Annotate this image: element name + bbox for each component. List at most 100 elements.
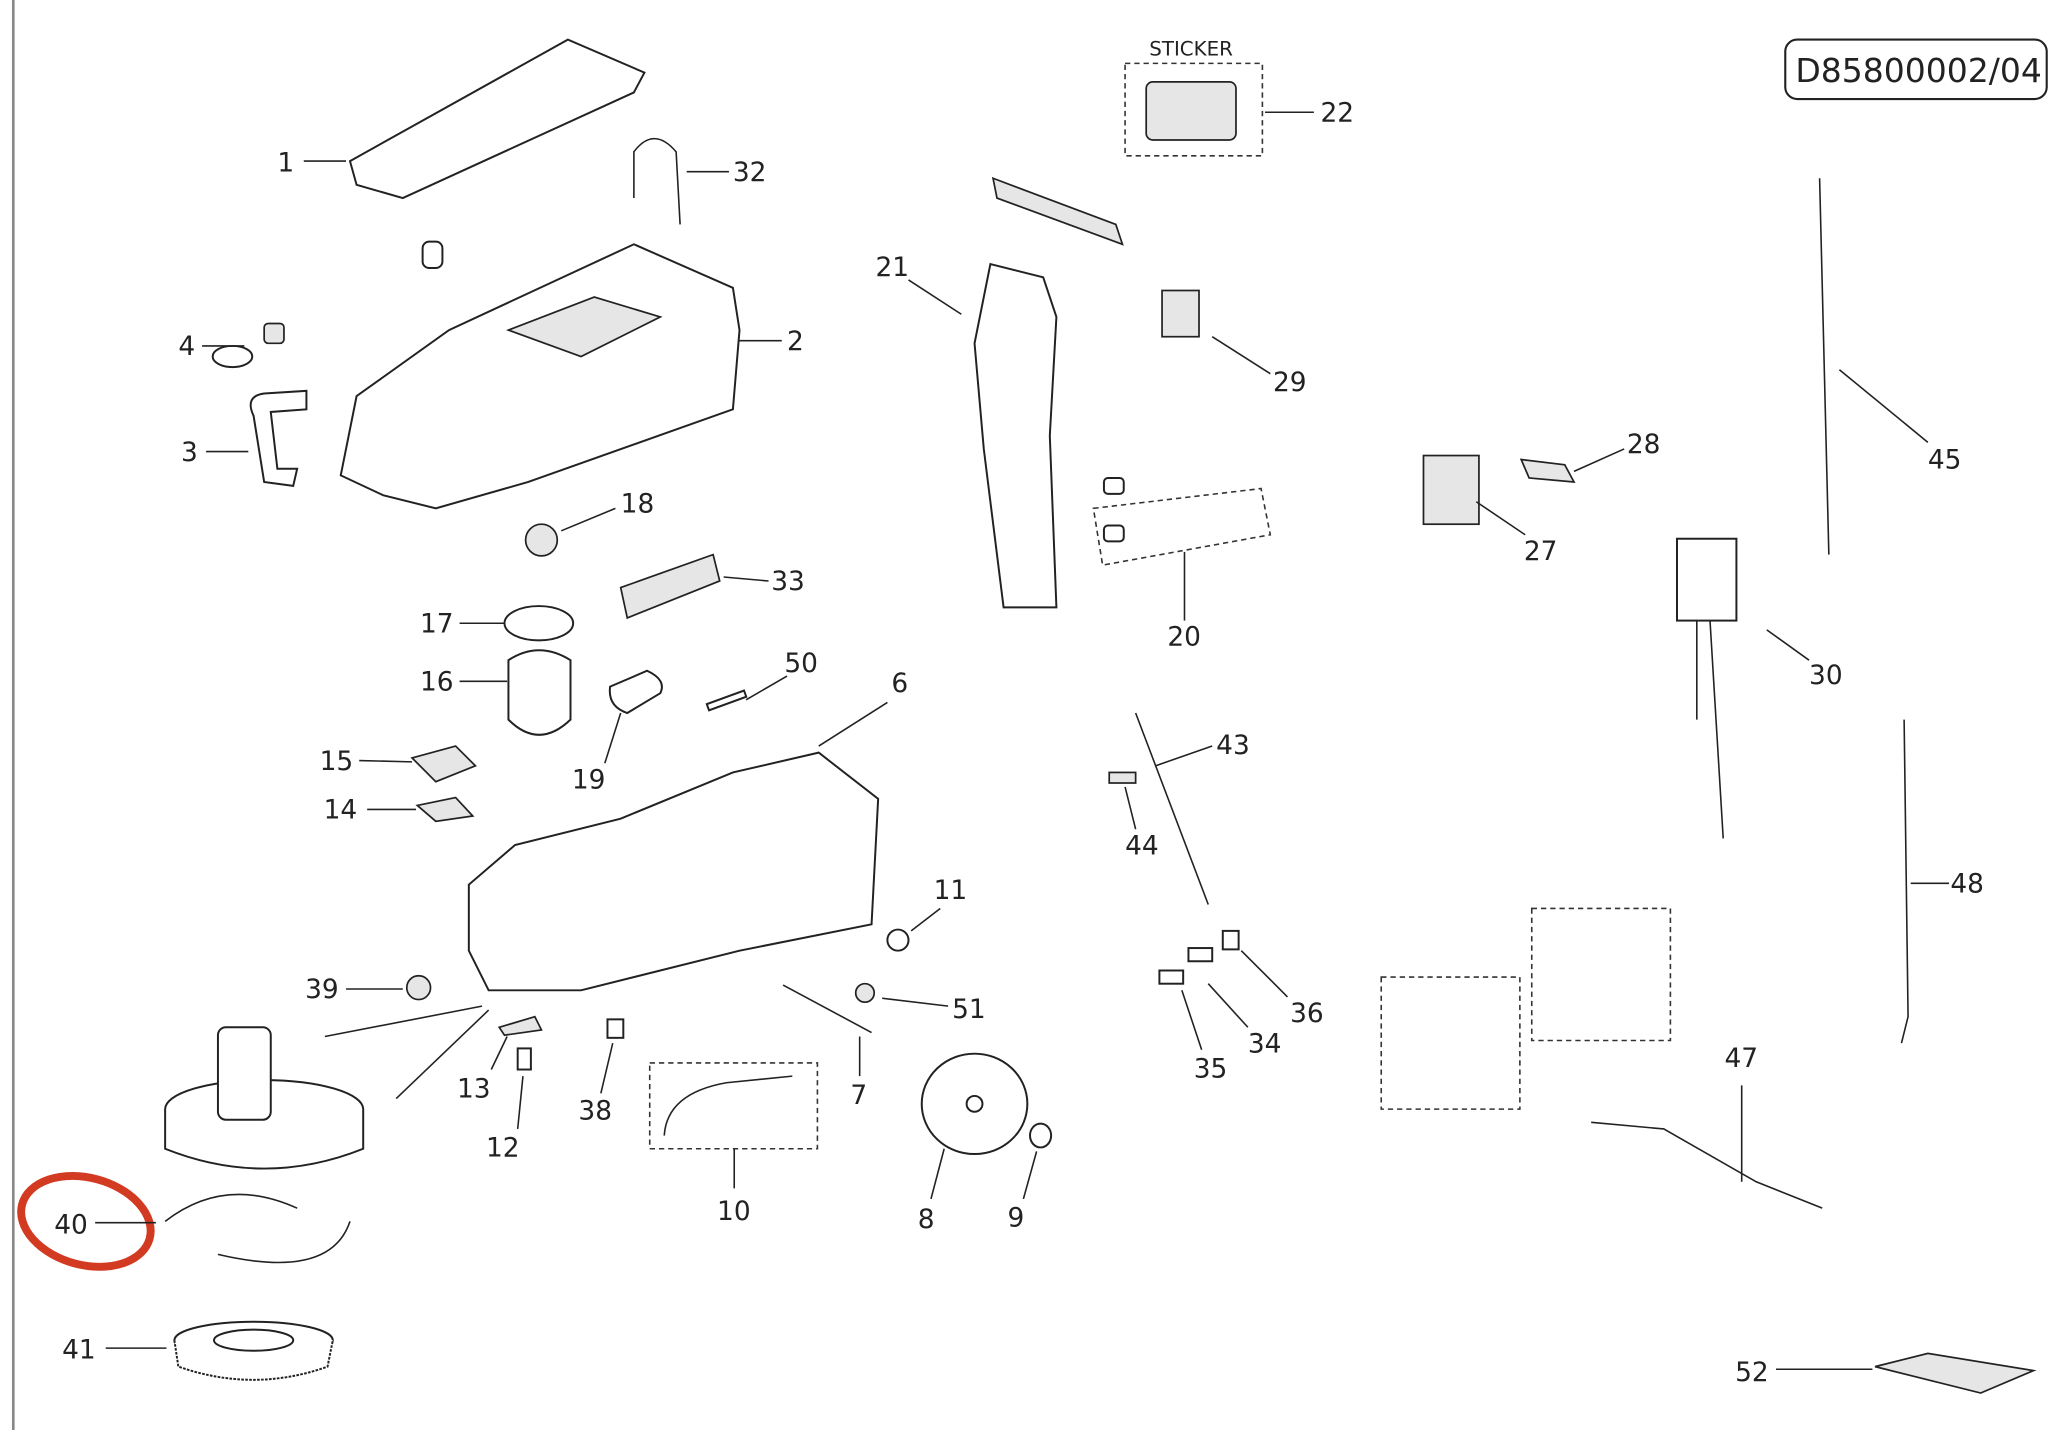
part-8-wheel (920, 1052, 1029, 1156)
part-number-label: 47 (1725, 1043, 1759, 1074)
callout-35: 35 (1181, 990, 1227, 1084)
callout-30: 30 (1766, 629, 1843, 691)
part-number-label: 36 (1290, 998, 1324, 1029)
callout-20: 20 (1167, 551, 1201, 653)
part-number-label: 13 (457, 1073, 491, 1104)
part-2-tank (339, 243, 741, 510)
part-number-label: 38 (578, 1096, 612, 1127)
part-40-rings (164, 1193, 351, 1264)
callout-50: 50 (745, 648, 818, 701)
part-number-label: 6 (891, 668, 908, 699)
callout-43: 43 (1155, 730, 1250, 767)
part-14-grid (415, 796, 475, 823)
part-30-box (1676, 537, 1738, 622)
part-number-label: 29 (1273, 367, 1307, 398)
part-number-label: 10 (717, 1196, 751, 1227)
callout-28: 28 (1573, 429, 1661, 473)
callout-12: 12 (486, 1076, 524, 1164)
callout-52: 52 (1735, 1357, 1873, 1388)
part-number-label: 17 (420, 608, 454, 639)
callout-16: 16 (420, 667, 508, 698)
part-number-label: 3 (181, 437, 198, 468)
callout-38: 38 (578, 1042, 614, 1127)
callout-18: 18 (560, 488, 654, 532)
callout-40: 40 (54, 1209, 156, 1240)
part-number-label: 28 (1627, 429, 1661, 460)
part-13-bracket (497, 1015, 543, 1037)
part-20-kit (1092, 476, 1272, 567)
part-34-36-fittings (1158, 929, 1240, 985)
part-15-cover (410, 745, 477, 783)
callout-34: 34 (1207, 983, 1282, 1059)
part-number-label: 51 (952, 994, 986, 1025)
part-52-manual (1874, 1352, 2037, 1394)
callout-41: 41 (62, 1335, 167, 1366)
part-22-sticker (1124, 62, 1264, 157)
part-number-label: 7 (850, 1080, 867, 1111)
part-motor-brush-deck (164, 1026, 365, 1170)
part-number-label: 1 (277, 148, 294, 179)
part-3-hose (249, 389, 308, 488)
callout-1: 1 (277, 148, 347, 179)
part-28-bracket (1519, 458, 1576, 483)
callout-32: 32 (686, 157, 767, 188)
part-number-label: 34 (1248, 1028, 1282, 1059)
part-50-clip (705, 689, 748, 712)
part-33-filter-sleeve (619, 553, 721, 620)
part-number-label: 22 (1320, 97, 1354, 128)
callout-9: 9 (1008, 1151, 1038, 1234)
part-number-label: 45 (1928, 445, 1962, 476)
part-number-label: 11 (934, 875, 968, 906)
part-number-label: 27 (1524, 536, 1558, 567)
part-number-label: 2 (787, 326, 804, 357)
part-38-bush (606, 1018, 625, 1039)
callout-6: 6 (818, 668, 908, 747)
document-code: D85800002/04 (1795, 51, 2042, 90)
part-12-fitting (516, 1047, 532, 1071)
part-number-label: 39 (305, 974, 339, 1005)
part-handle-top (991, 176, 1124, 246)
part-number-label: 40 (54, 1209, 88, 1240)
part-number-label: 43 (1216, 730, 1250, 761)
callout-13: 13 (457, 1036, 508, 1104)
part-47-harness (1591, 1121, 1823, 1209)
callout-33: 33 (723, 566, 805, 597)
part-32-hose (633, 137, 681, 225)
callout-14: 14 (324, 795, 417, 826)
part-45-wire (1818, 178, 1830, 555)
part-number-label: 32 (733, 157, 767, 188)
part-9-cap (1029, 1122, 1053, 1149)
callout-27: 27 (1475, 501, 1558, 567)
part-number-label: 14 (324, 795, 358, 826)
callout-labels: 1 2 3 4 6 7 8 9 10 11 12 13 14 15 16 17 … (54, 97, 1984, 1388)
part-6-base (467, 751, 880, 992)
part-18-filter (524, 523, 559, 557)
part-number-label: 8 (918, 1204, 935, 1235)
callout-3: 3 (181, 437, 249, 468)
part-number-label: 9 (1008, 1203, 1025, 1234)
part-48-cable (1900, 719, 1909, 1044)
part-51-valve (854, 982, 876, 1004)
part-46-cap (421, 240, 444, 270)
callout-4: 4 (178, 331, 245, 362)
callout-8: 8 (918, 1148, 945, 1235)
part-29-grid (1161, 289, 1200, 338)
part-4-plug (211, 322, 285, 369)
part-11-bush (886, 928, 910, 952)
callout-48: 48 (1910, 869, 1984, 900)
part-43-cable (1134, 712, 1209, 905)
sticker-caption: STICKER (1149, 37, 1233, 60)
part-41-brush (173, 1320, 334, 1381)
part-number-label: 12 (486, 1133, 520, 1164)
callout-11: 11 (910, 875, 968, 932)
part-1-cover (348, 38, 646, 200)
part-17-gasket (503, 605, 575, 642)
part-number-label: 4 (178, 331, 195, 362)
callout-47: 47 (1725, 1043, 1759, 1182)
part-number-label: 20 (1167, 622, 1201, 653)
part-number-label: 19 (572, 764, 606, 795)
callout-19: 19 (572, 712, 622, 795)
callout-2: 2 (739, 326, 804, 357)
callout-15: 15 (320, 746, 413, 777)
